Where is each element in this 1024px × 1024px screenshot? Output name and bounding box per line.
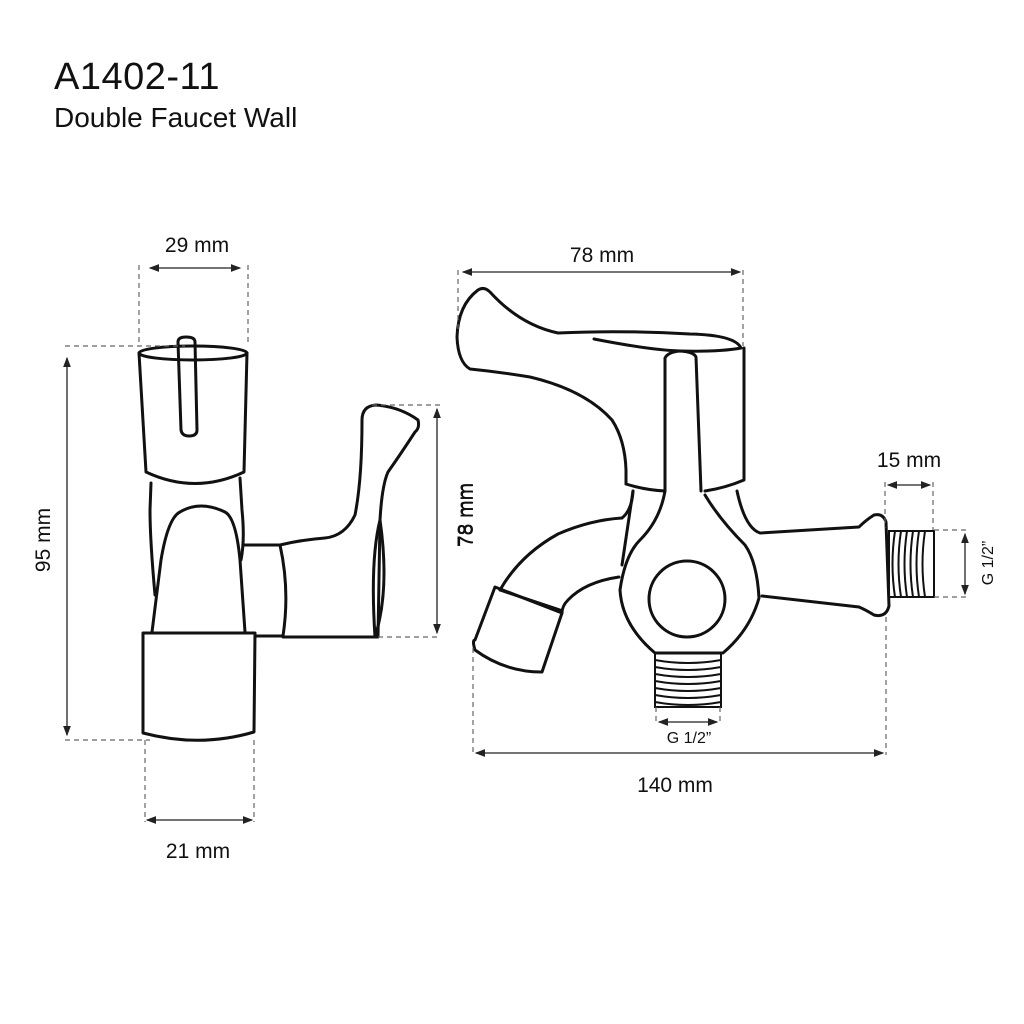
dim-height: 95 mm xyxy=(32,508,55,572)
dim-width-bottom: 21 mm xyxy=(166,840,230,863)
dim-total-width: 140 mm xyxy=(637,774,713,797)
side-thread xyxy=(888,530,935,598)
dim-thread-length: 15 mm xyxy=(877,449,941,472)
front-view-faucet xyxy=(455,286,935,708)
dim-side-thread: G 1/2” xyxy=(980,541,997,585)
dim-bottom-thread: G 1/2” xyxy=(667,730,711,747)
side-view-faucet xyxy=(137,335,421,742)
bottom-thread xyxy=(654,652,722,708)
product-description: Double Faucet Wall xyxy=(54,102,298,133)
dim-handle-height: 78 mm xyxy=(454,483,477,547)
dim-width-top: 29 mm xyxy=(165,234,229,257)
side-view-dimensions: 29 mm 95 mm 21 mm 78 mm xyxy=(32,234,477,863)
front-view-dimensions: 78 mm 78 mm 15 mm G 1/2” G 1/2” 140 mm xyxy=(455,244,997,797)
dim-front-height: 78 mm xyxy=(455,483,478,547)
model-number: A1402-11 xyxy=(54,56,220,98)
dim-handle-width: 78 mm xyxy=(570,244,634,267)
